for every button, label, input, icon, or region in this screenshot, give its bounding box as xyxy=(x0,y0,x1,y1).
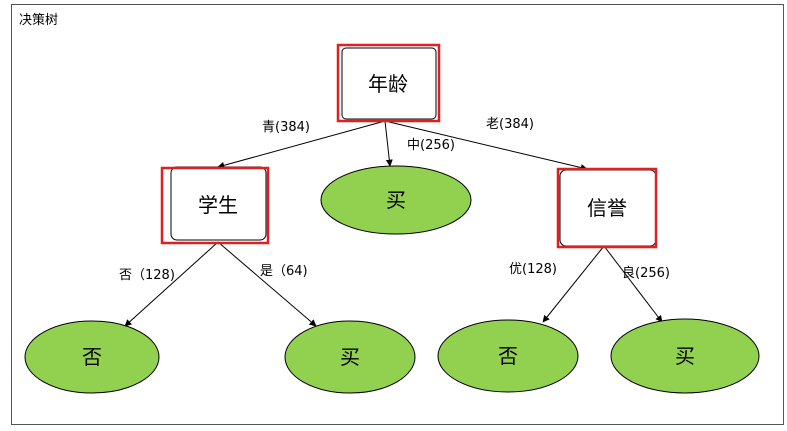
leaf-excellent: 否 xyxy=(437,319,579,393)
edge-label-fair: 良(256) xyxy=(622,265,670,281)
leaf-not-student: 否 xyxy=(24,320,160,394)
node-student: 学生 xyxy=(160,166,270,245)
diagram-title: 决策树 xyxy=(19,13,59,28)
edge-label-excellent: 优(128) xyxy=(509,262,557,277)
leaf-excellent-label: 否 xyxy=(498,344,518,368)
edge-middle xyxy=(384,120,393,167)
leaf-middle-label: 买 xyxy=(386,188,406,212)
node-student-label: 学生 xyxy=(198,193,238,217)
edge-label-middle: 中(256) xyxy=(407,138,455,153)
edge-label-is-student: 是（64) xyxy=(260,264,308,279)
leaf-not-student-label: 否 xyxy=(82,345,102,369)
leaf-middle-buy: 买 xyxy=(320,165,472,235)
leaf-fair: 买 xyxy=(610,318,760,394)
edge-label-senior: 老(384) xyxy=(486,117,534,132)
node-root-age: 年龄 xyxy=(336,43,441,123)
leaf-is-student: 买 xyxy=(284,320,416,394)
edge-youth xyxy=(217,120,386,169)
node-root-label: 年龄 xyxy=(368,72,408,96)
leaf-fair-label: 买 xyxy=(675,344,695,368)
leaf-is-student-label: 买 xyxy=(340,345,360,369)
edge-label-youth: 青(384) xyxy=(262,120,310,135)
node-credit: 信誉 xyxy=(556,167,658,249)
edge-not-student xyxy=(124,241,219,327)
edge-excellent xyxy=(542,245,605,323)
edge-senior xyxy=(384,120,588,171)
edge-label-not-student: 否（128) xyxy=(119,268,175,283)
edge-is-student xyxy=(217,241,317,327)
edge-fair xyxy=(603,245,663,323)
node-credit-label: 信誉 xyxy=(587,196,627,220)
